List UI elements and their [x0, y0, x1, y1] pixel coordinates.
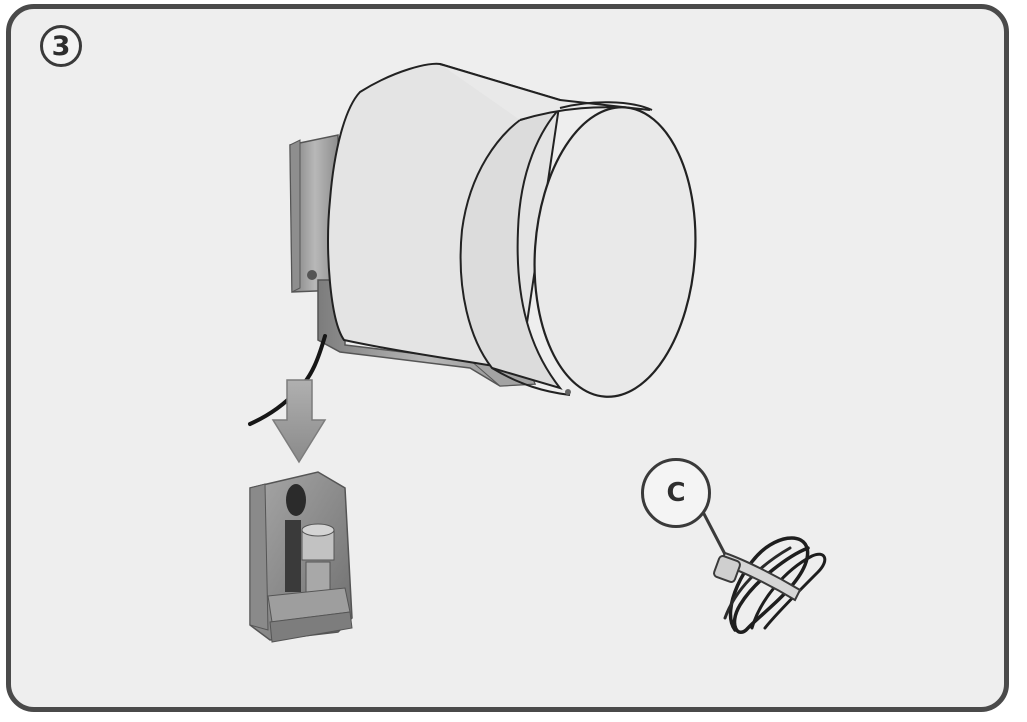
callout-leader — [701, 511, 730, 561]
down-arrow-icon — [271, 379, 327, 464]
part-callout-label: C — [641, 458, 711, 528]
cable-tie-icon — [713, 536, 827, 634]
mount-bracket — [249, 471, 353, 643]
reel-cover — [327, 62, 697, 398]
step-number-badge: 3 — [40, 25, 82, 67]
